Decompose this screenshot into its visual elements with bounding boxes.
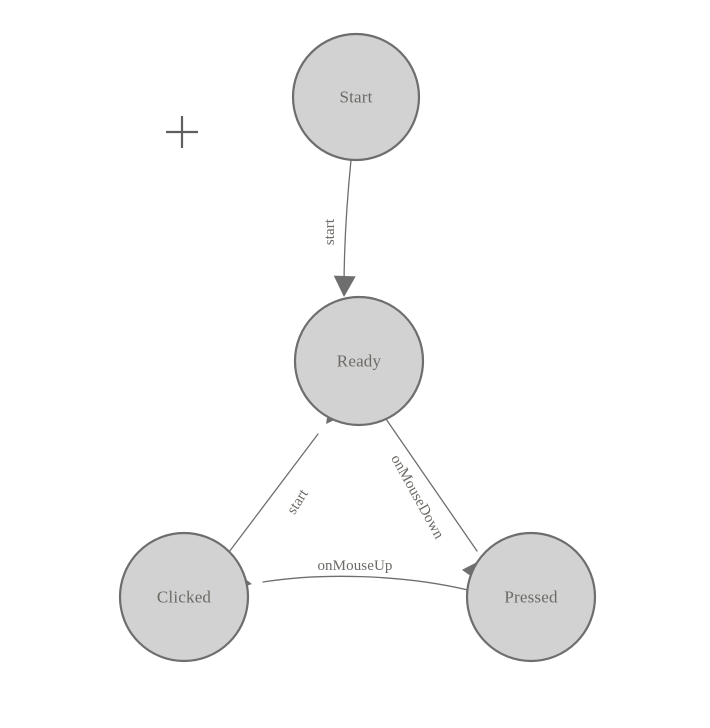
edge-path (262, 575, 469, 591)
node-label-start: Start (339, 88, 372, 107)
node-circle[interactable] (291, 32, 421, 162)
node-clicked[interactable]: Clicked (118, 531, 250, 663)
edge-path (228, 433, 319, 553)
node-circle[interactable] (118, 531, 250, 663)
node-circle[interactable] (293, 295, 425, 427)
edge-ready-to-pressed[interactable]: onMouseDown (385, 418, 492, 583)
node-label-pressed: Pressed (504, 588, 558, 607)
edge-label-clicked-to-ready: start (284, 486, 312, 517)
edge-start-to-ready[interactable]: start (322, 159, 356, 297)
edge-label-start-to-ready: start (322, 218, 338, 245)
edge-clicked-to-ready[interactable]: start (228, 400, 348, 553)
edge-path (385, 418, 478, 552)
node-pressed[interactable]: Pressed (465, 531, 597, 663)
node-ready[interactable]: Ready (293, 295, 425, 427)
edge-pressed-to-clicked[interactable]: onMouseUp (229, 558, 469, 595)
edge-label-on-mouse-down: onMouseDown (387, 452, 447, 542)
node-label-clicked: Clicked (157, 588, 212, 607)
node-start[interactable]: Start (291, 32, 421, 162)
edge-label-on-mouse-up: onMouseUp (317, 558, 392, 574)
arrowhead-icon (333, 275, 356, 297)
node-circle[interactable] (465, 531, 597, 663)
crosshair-icon (166, 116, 198, 148)
edge-path (343, 159, 352, 291)
node-label-ready: Ready (337, 352, 382, 371)
node-layer: Start Ready Clicked Pressed (118, 32, 597, 663)
